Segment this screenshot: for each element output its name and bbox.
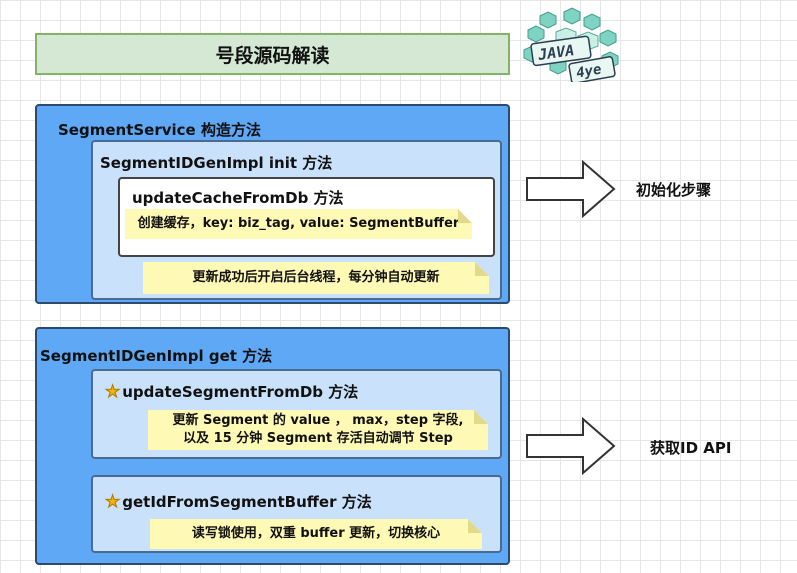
- get-id-from-segment-buffer-label: getIdFromSegmentBuffer 方法: [122, 493, 372, 511]
- segment-idgen-get-box: SegmentIDGenImpl get 方法 ★updateSegmentFr…: [35, 327, 510, 565]
- background-thread-note-text: 更新成功后开启后台线程，每分钟自动更新: [192, 270, 440, 285]
- get-id-from-segment-buffer-title: ★getIdFromSegmentBuffer 方法: [104, 491, 372, 513]
- star-icon: ★: [104, 492, 121, 513]
- update-cache-from-db-box: updateCacheFromDb 方法 创建缓存，key: biz_tag, …: [118, 177, 495, 257]
- update-segment-from-db-box: ★updateSegmentFromDb 方法 更新 Segment 的 val…: [91, 369, 502, 459]
- star-icon: ★: [104, 382, 121, 403]
- right-arrow-icon: [526, 417, 616, 475]
- cache-note-text: 创建缓存，key: biz_tag, value: SegmentBuffer: [137, 216, 460, 231]
- rw-lock-note: 读写锁使用，双重 buffer 更新，切换核心: [150, 519, 482, 549]
- segment-idgen-init-label: SegmentIDGenImpl init 方法: [100, 154, 333, 172]
- logo-text-java: JAVA: [536, 41, 575, 64]
- logo-text-4ye: 4ye: [575, 61, 603, 81]
- logo-icon: JAVA 4ye: [523, 7, 619, 82]
- rw-lock-note-text: 读写锁使用，双重 buffer 更新，切换核心: [191, 526, 441, 541]
- update-segment-from-db-label: updateSegmentFromDb 方法: [122, 383, 359, 401]
- segment-idgen-get-label: SegmentIDGenImpl get 方法: [40, 347, 273, 365]
- segment-service-constructor-box: SegmentService 构造方法 SegmentIDGenImpl ini…: [35, 104, 510, 304]
- page-title: 号段源码解读: [35, 33, 510, 75]
- update-segment-note-line1: 更新 Segment 的 value ， max，step 字段,: [172, 413, 464, 428]
- update-cache-from-db-label: updateCacheFromDb 方法: [132, 189, 344, 207]
- right-arrow-icon: [526, 160, 616, 218]
- background-thread-note: 更新成功后开启后台线程，每分钟自动更新: [143, 262, 489, 294]
- update-segment-from-db-title: ★updateSegmentFromDb 方法: [104, 381, 359, 403]
- init-steps-label: 初始化步骤: [636, 181, 712, 199]
- segment-service-label: SegmentService 构造方法: [58, 121, 261, 139]
- segment-idgen-init-box: SegmentIDGenImpl init 方法 updateCacheFrom…: [91, 140, 502, 300]
- update-segment-note: 更新 Segment 的 value ， max，step 字段, 以及 15 …: [148, 410, 488, 450]
- update-segment-note-line2: 以及 15 分钟 Segment 存活自动调节 Step: [183, 431, 453, 446]
- cache-note: 创建缓存，key: biz_tag, value: SegmentBuffer: [125, 209, 472, 239]
- get-id-api-label: 获取ID API: [650, 439, 732, 457]
- get-id-from-segment-buffer-box: ★getIdFromSegmentBuffer 方法 读写锁使用，双重 buff…: [91, 475, 502, 553]
- page-title-text: 号段源码解读: [215, 44, 330, 67]
